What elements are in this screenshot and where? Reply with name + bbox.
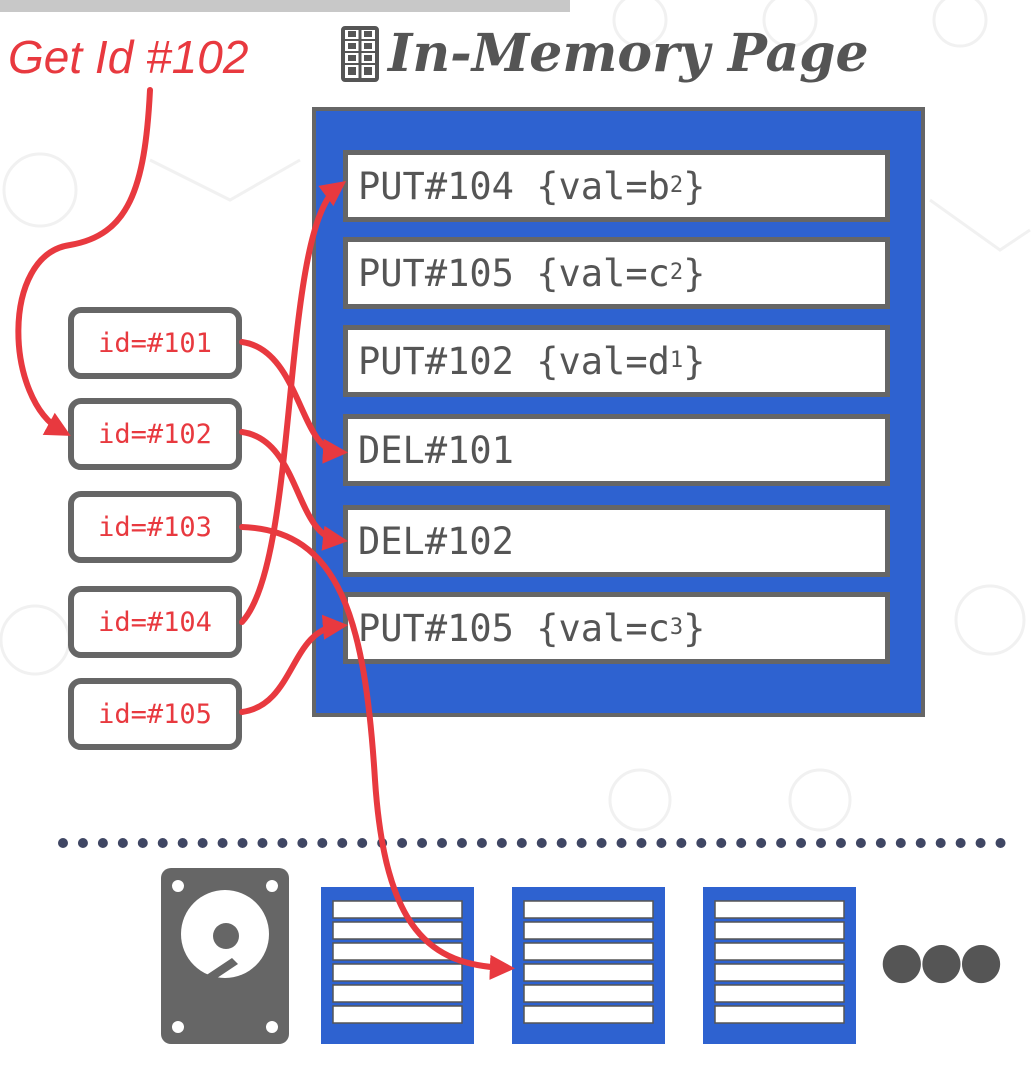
header-bar: [0, 0, 570, 12]
index-entry: id=#101: [68, 307, 242, 379]
log-entry: DEL #102: [343, 505, 890, 577]
query-label: Get Id #102: [8, 31, 249, 83]
log-entry: DEL #101: [343, 414, 890, 486]
memory-disk-divider: [58, 838, 1006, 848]
index-entry: id=#102: [68, 398, 242, 470]
more-pages-indicator: ●●●: [880, 931, 1003, 989]
page-title-text: In-Memory Page: [388, 23, 869, 84]
index-entry: id=#105: [68, 678, 242, 750]
memory-chip-icon: [341, 26, 379, 82]
index-entry: id=#103: [68, 491, 242, 563]
index-entry: id=#104: [68, 586, 242, 658]
page-title: In-Memory Page: [340, 26, 869, 82]
